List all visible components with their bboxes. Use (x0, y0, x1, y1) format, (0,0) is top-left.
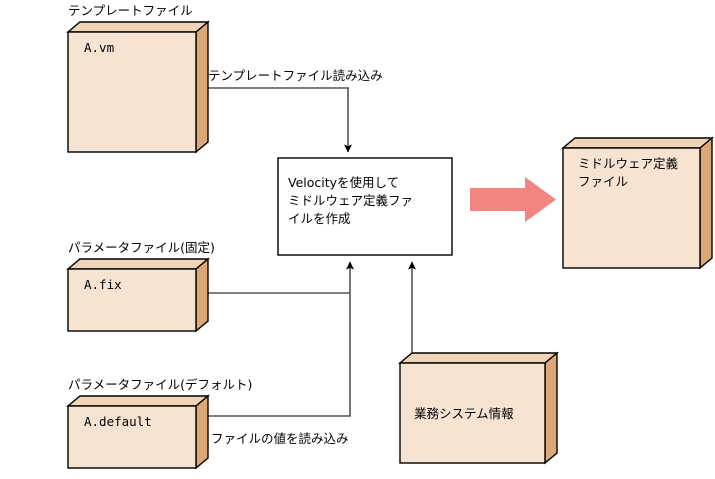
node-param-file-default[interactable] (66, 394, 210, 470)
label-business-system-info: 業務システム情報 (414, 406, 514, 421)
label-param-file-default: A.default (84, 414, 152, 429)
node-template-file[interactable] (66, 20, 210, 154)
node-velocity-process[interactable] (277, 157, 453, 256)
label-velocity-process: Velocityを使用して ミドルウェア定義ファ イルを作成 (288, 175, 414, 227)
output-accent-arrow (470, 177, 556, 222)
connector-param-default (196, 261, 354, 417)
label-param-file-fixed: A.fix (84, 277, 122, 292)
node-middleware-definition-file[interactable] (561, 136, 714, 270)
node-param-file-fixed[interactable] (66, 257, 210, 333)
edge-label-template-read: テンプレートファイル読み込み (208, 68, 383, 83)
label-template-file: A.vm (84, 40, 115, 55)
label-middleware-definition-file: ミドルウェア定義 ファイル (578, 156, 679, 190)
edge-label-file-value-read: ファイルの値を読み込み (211, 431, 349, 446)
connector-template-read (196, 87, 352, 153)
node-business-system-info[interactable] (398, 351, 559, 465)
caption-template-file: テンプレートファイル (68, 3, 193, 18)
caption-param-file-fixed: パラメータファイル(固定) (68, 240, 215, 255)
caption-param-file-default: パラメータファイル(デフォルト) (68, 377, 253, 392)
